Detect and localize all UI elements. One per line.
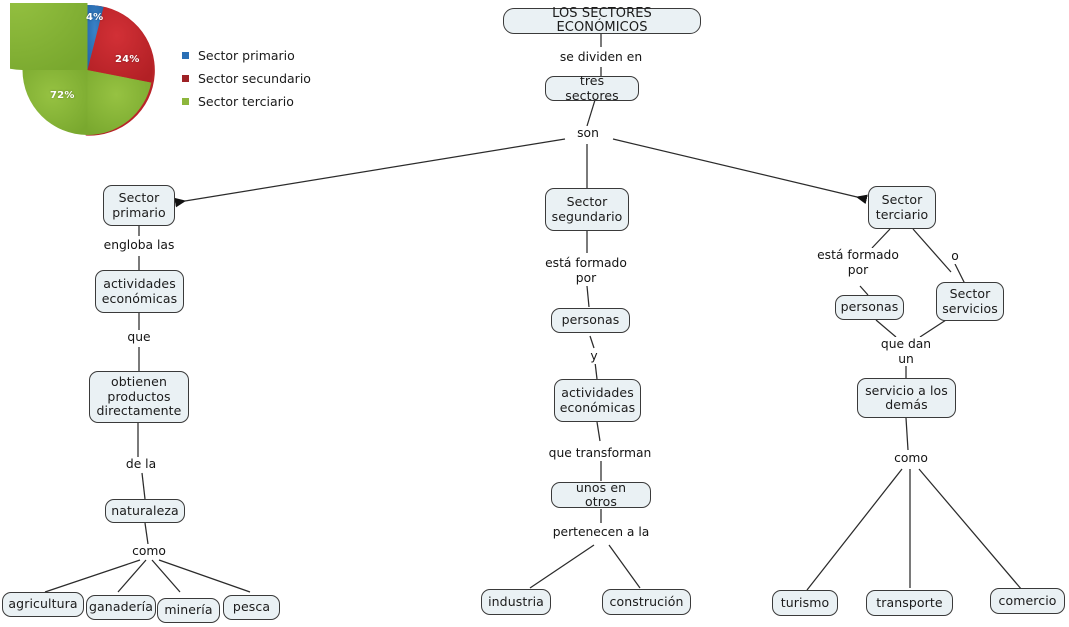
link-label-son: son <box>575 126 601 141</box>
pie-chart-svg <box>10 3 155 136</box>
legend-label-secundario: Sector secundario <box>198 71 311 86</box>
node-pesca[interactable]: pesca <box>223 595 280 620</box>
node-naturaleza[interactable]: naturaleza <box>105 499 185 523</box>
pie-slice-terciario-c <box>87 70 152 135</box>
pie-slice-primario-top <box>87 4 104 71</box>
node-sector-terciario[interactable]: Sector terciario <box>868 186 936 229</box>
link-label-que-transforman: que transforman <box>546 446 654 461</box>
node-sector-servicios[interactable]: Sector servicios <box>936 282 1004 321</box>
node-turismo[interactable]: turismo <box>772 590 838 616</box>
link-label-de-la: de la <box>123 457 159 472</box>
link-label-que: que <box>125 330 153 345</box>
link-label-se-dividen-en: se dividen en <box>557 50 645 65</box>
node-los-sectores-economicos[interactable]: LOS SECTORES ECONÓMICOS <box>503 6 701 35</box>
node-industria[interactable]: industria <box>481 589 551 615</box>
node-unos-en-otros[interactable]: unos en otros <box>551 480 651 509</box>
pie-slice-secundario-top <box>87 7 153 83</box>
legend-label-terciario: Sector terciario <box>198 94 294 109</box>
legend-swatch-icon-terciario <box>182 98 189 105</box>
node-ganaderia[interactable]: ganadería <box>86 595 156 620</box>
link-label-como-terciario: como <box>892 451 930 466</box>
link-label-pertenecen-a-la: pertenecen a la <box>550 525 652 540</box>
node-tres-sectores[interactable]: tres sectores <box>545 73 639 102</box>
legend-item-primario: Sector primario <box>182 44 332 67</box>
node-personas-segundario[interactable]: personas <box>551 308 630 333</box>
node-sector-primario[interactable]: Sector primario <box>103 185 175 226</box>
pie-slice-terciario <box>10 3 88 70</box>
link-label-o: o <box>949 249 961 264</box>
chart-legend: Sector primario Sector secundario Sector… <box>182 44 332 113</box>
link-label-y: y <box>588 349 600 364</box>
pie-slice-terciario-b <box>22 70 88 135</box>
node-actividades-economicas-primario[interactable]: actividades económicas <box>95 270 184 313</box>
pie-label-terciario: 72% <box>50 90 75 101</box>
node-agricultura[interactable]: agricultura <box>2 592 84 617</box>
node-construccion[interactable]: construción <box>602 589 691 615</box>
legend-item-secundario: Sector secundario <box>182 67 332 90</box>
pie-label-primario: 4% <box>86 12 104 23</box>
link-label-esta-formado-por-segundario: está formado por <box>543 256 629 285</box>
node-comercio[interactable]: comercio <box>990 588 1065 614</box>
pie-label-secundario: 24% <box>115 54 140 65</box>
link-label-esta-formado-por-terciario: está formado por <box>815 248 901 277</box>
legend-swatch-icon-secundario <box>182 75 189 82</box>
node-sector-segundario[interactable]: Sector segundario <box>545 188 629 231</box>
legend-item-terciario: Sector terciario <box>182 90 332 113</box>
pie-chart: 4% 24% 72% <box>10 3 170 136</box>
node-servicio-a-los-demas[interactable]: servicio a los demás <box>857 378 956 418</box>
legend-label-primario: Sector primario <box>198 48 295 63</box>
link-label-como-primario: como <box>130 544 168 559</box>
legend-swatch-icon-primario <box>182 52 189 59</box>
link-label-que-dan-un: que dan un <box>878 337 934 366</box>
node-transporte[interactable]: transporte <box>866 590 953 616</box>
node-mineria[interactable]: minería <box>157 598 220 623</box>
node-personas-terciario[interactable]: personas <box>835 295 904 320</box>
node-obtienen-productos-directamente[interactable]: obtienen productos directamente <box>89 371 189 423</box>
link-label-engloba-las: engloba las <box>101 238 177 253</box>
node-actividades-economicas-segundario[interactable]: actividades económicas <box>554 379 641 422</box>
